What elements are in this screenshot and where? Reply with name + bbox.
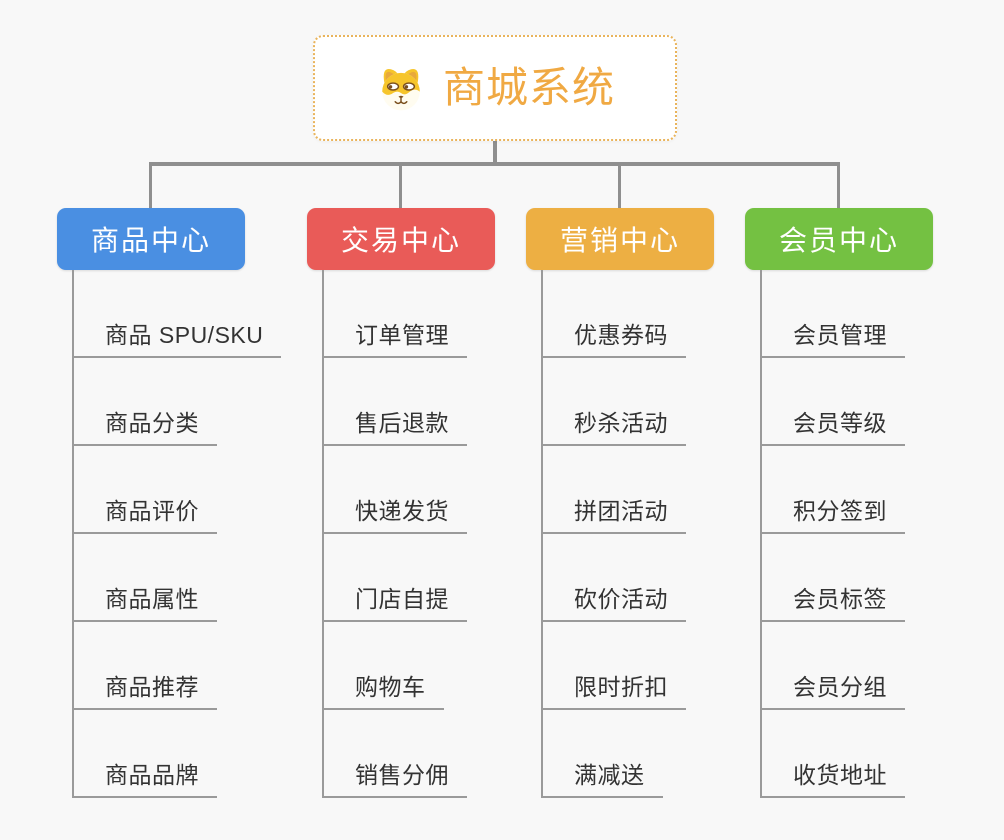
leaf-label: 会员标签 (793, 586, 887, 612)
leaf-label: 拼团活动 (574, 498, 668, 524)
branch-node-member-center[interactable]: 会员中心 (745, 208, 933, 270)
leaf-node[interactable]: 商品 SPU/SKU (72, 270, 282, 358)
branch-member-center: 会员中心 会员管理 会员等级 积分签到 会员标签 会员分组 收货地址 (745, 208, 995, 798)
leaf-label: 购物车 (355, 674, 426, 700)
leaf-node[interactable]: 快递发货 (322, 446, 467, 534)
branch-node-marketing-center[interactable]: 营销中心 (526, 208, 714, 270)
leaf-node[interactable]: 限时折扣 (541, 622, 686, 710)
leaf-node[interactable]: 满减送 (541, 710, 663, 798)
leaf-label: 商品推荐 (105, 674, 199, 700)
branch-marketing-center: 营销中心 优惠券码 秒杀活动 拼团活动 砍价活动 限时折扣 满减送 (526, 208, 776, 798)
branch-node-trade-center[interactable]: 交易中心 (307, 208, 495, 270)
leaf-node[interactable]: 销售分佣 (322, 710, 467, 798)
branch-trunk-line (322, 270, 324, 798)
connector-root-drop (493, 141, 497, 165)
leaf-node[interactable]: 商品评价 (72, 446, 217, 534)
leaf-label: 快递发货 (355, 498, 449, 524)
branch-label: 会员中心 (778, 225, 899, 256)
leaf-node[interactable]: 积分签到 (760, 446, 905, 534)
leaf-label: 积分签到 (793, 498, 887, 524)
root-node[interactable]: 商城系统 (313, 35, 677, 141)
leaf-label: 砍价活动 (574, 586, 668, 612)
leaf-label: 售后退款 (355, 410, 449, 436)
leaf-node[interactable]: 商品属性 (72, 534, 217, 622)
branch-trade-center: 交易中心 订单管理 售后退款 快递发货 门店自提 购物车 销售分佣 (307, 208, 557, 798)
connector-horizontal-spine (149, 162, 840, 166)
dog-face-icon (382, 68, 420, 111)
connector-drop-product (149, 164, 152, 210)
leaf-label: 商品属性 (105, 586, 199, 612)
leaf-node[interactable]: 商品推荐 (72, 622, 217, 710)
leaf-label: 门店自提 (355, 586, 449, 612)
leaf-node[interactable]: 购物车 (322, 622, 444, 710)
leaf-node[interactable]: 会员分组 (760, 622, 905, 710)
leaf-label: 商品评价 (105, 498, 199, 524)
leaf-label: 订单管理 (355, 322, 449, 348)
branch-label: 交易中心 (340, 225, 461, 256)
leaf-node[interactable]: 订单管理 (322, 270, 467, 358)
connector-drop-marketing (618, 164, 621, 210)
leaf-node[interactable]: 优惠券码 (541, 270, 686, 358)
connector-drop-trade (399, 164, 402, 210)
leaf-node[interactable]: 砍价活动 (541, 534, 686, 622)
branch-product-center: 商品中心 商品 SPU/SKU 商品分类 商品评价 商品属性 商品推荐 商品品牌 (57, 208, 307, 798)
leaf-label: 秒杀活动 (574, 410, 668, 436)
leaf-label: 优惠券码 (574, 322, 668, 348)
leaf-node[interactable]: 秒杀活动 (541, 358, 686, 446)
leaf-label: 销售分佣 (355, 762, 449, 788)
leaf-node[interactable]: 售后退款 (322, 358, 467, 446)
connector-drop-member (837, 164, 840, 210)
leaf-node[interactable]: 会员管理 (760, 270, 905, 358)
branch-node-product-center[interactable]: 商品中心 (57, 208, 245, 270)
leaf-label: 商品品牌 (105, 762, 199, 788)
branch-trunk-line (72, 270, 74, 798)
leaf-label: 满减送 (574, 762, 645, 788)
branch-label: 营销中心 (559, 225, 680, 256)
leaf-label: 收货地址 (793, 762, 887, 788)
branch-trunk-line (541, 270, 543, 798)
leaf-node[interactable]: 商品品牌 (72, 710, 217, 798)
leaf-node[interactable]: 拼团活动 (541, 446, 686, 534)
leaf-node[interactable]: 会员等级 (760, 358, 905, 446)
branch-label: 商品中心 (90, 225, 211, 256)
leaf-node[interactable]: 商品分类 (72, 358, 217, 446)
leaf-label: 商品分类 (105, 410, 199, 436)
leaf-node[interactable]: 收货地址 (760, 710, 905, 798)
root-title: 商城系统 (442, 64, 615, 111)
leaf-node[interactable]: 门店自提 (322, 534, 467, 622)
leaf-label: 会员管理 (793, 322, 887, 348)
branch-trunk-line (760, 270, 762, 798)
leaf-label: 商品 SPU/SKU (105, 322, 264, 348)
leaf-label: 会员分组 (793, 674, 887, 700)
leaf-node[interactable]: 会员标签 (760, 534, 905, 622)
leaf-label: 限时折扣 (574, 674, 668, 700)
leaf-label: 会员等级 (793, 410, 887, 436)
